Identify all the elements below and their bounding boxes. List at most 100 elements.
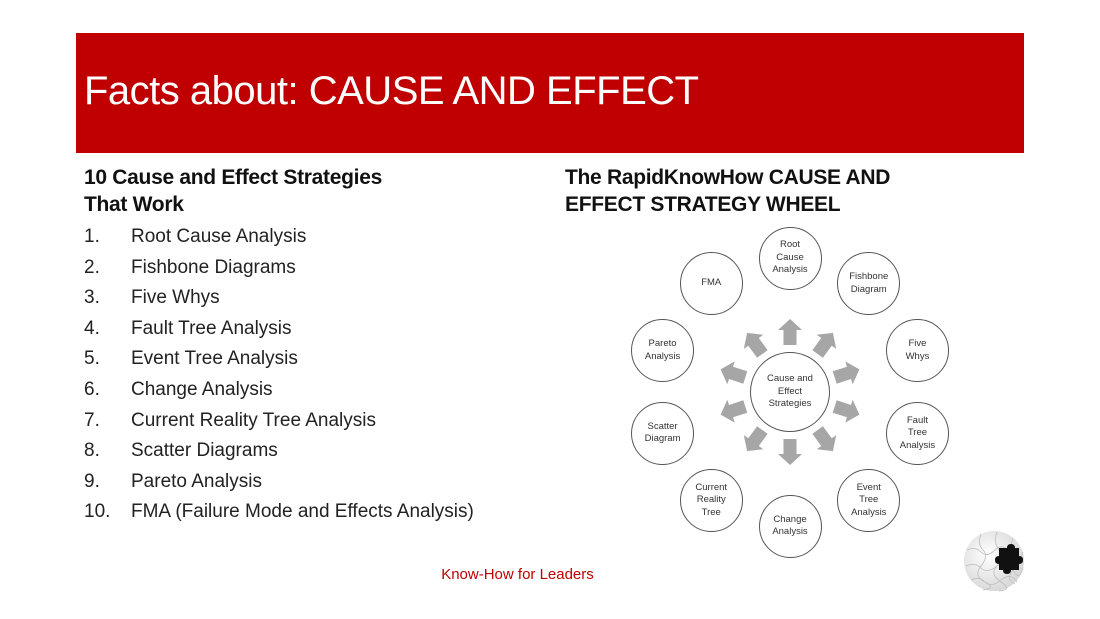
node-label-line: Analysis: [772, 526, 808, 537]
node-label-line: Root: [779, 239, 801, 251]
item-label: Five Whys: [131, 287, 220, 309]
item-number: 9.: [84, 470, 100, 492]
node-label-line: Effect: [777, 385, 803, 397]
node-label-line: Tree: [907, 427, 928, 439]
title-banner: Facts about: CAUSE AND EFFECT: [76, 33, 1024, 153]
arrow-icon: [720, 361, 748, 385]
strategies-heading-line2: That Work: [84, 193, 184, 216]
node-label-line: Cause and: [767, 373, 813, 385]
arrow-icon: [778, 439, 802, 465]
list-item: 4. Fault Tree Analysis: [84, 314, 524, 345]
item-number: 6.: [84, 378, 100, 400]
list-item: 2. Fishbone Diagrams: [84, 253, 524, 284]
puzzle-icon: [963, 530, 1025, 592]
item-label: Scatter Diagrams: [131, 440, 278, 462]
arrow-icon: [743, 426, 768, 452]
arrow-icon: [812, 332, 837, 358]
list-item: 3. Five Whys: [84, 283, 524, 314]
wheel-heading: The RapidKnowHow CAUSE AND EFFECT STRATE…: [565, 164, 985, 218]
item-label: Current Reality Tree Analysis: [131, 409, 376, 431]
node-label-line: Analysis: [772, 264, 808, 276]
node-label-line: Current: [695, 481, 728, 493]
list-item: 7. Current Reality Tree Analysis: [84, 406, 524, 437]
node-label-line: Reality: [696, 494, 726, 506]
node-label-line: Five: [908, 338, 927, 350]
item-label: Fishbone Diagrams: [131, 256, 296, 278]
item-label: Change Analysis: [131, 378, 273, 400]
item-number: 10.: [84, 501, 111, 523]
item-label: Root Cause Analysis: [131, 226, 307, 247]
node-label-line: Analysis: [644, 350, 681, 362]
item-label: Pareto Analysis: [131, 470, 262, 492]
arrow-icon: [812, 426, 837, 452]
title-prefix: Facts about:: [84, 69, 309, 113]
title-topic: CAUSE AND EFFECT: [308, 69, 699, 113]
strategies-list: 1. Root Cause Analysis 2. Fishbone Diagram…: [84, 222, 524, 528]
node-label-line: Cause: [776, 251, 804, 263]
node-label-line: Scatter: [647, 420, 678, 432]
node-label-line: Fishbone: [849, 271, 889, 283]
node-label-line: Diagram: [644, 433, 681, 445]
item-label: FMA (Failure Mode and Effects Analysis): [131, 501, 474, 523]
list-item: 6. Change Analysis: [84, 375, 524, 406]
node-label-line: Diagram: [850, 283, 887, 295]
arrow-icon: [832, 361, 860, 385]
arrow-icon: [778, 319, 802, 345]
node-label: FMA: [701, 277, 721, 290]
node-label-line: Fault: [906, 414, 928, 426]
item-number: 3.: [84, 287, 100, 309]
node-label-line: Strategies: [768, 398, 812, 410]
strategies-heading: 10 Cause and Effect Strategies That Work: [84, 164, 524, 218]
item-label: Event Tree Analysis: [131, 348, 298, 370]
item-number: 7.: [84, 409, 100, 431]
list-item: 10. FMA (Failure Mode and Effects Analysi…: [84, 497, 524, 528]
item-number: 5.: [84, 348, 100, 370]
wheel-heading-line2: EFFECT STRATEGY WHEEL: [565, 193, 841, 216]
node-label-line: Tree: [859, 494, 879, 506]
item-label: Fault Tree Analysis: [131, 317, 292, 339]
item-number: 4.: [84, 317, 100, 339]
strategies-list-section: 10 Cause and Effect Strategies That Work…: [84, 164, 524, 528]
arrow-icon: [743, 332, 768, 358]
list-item: 5. Event Tree Analysis: [84, 344, 524, 375]
node-label-line: Change: [773, 513, 807, 525]
node-label-line: Analysis: [851, 506, 887, 518]
item-number: 2.: [84, 256, 100, 278]
node-label-line: Pareto: [648, 338, 677, 350]
node-label-line: Whys: [905, 350, 930, 362]
item-number: 1.: [84, 226, 100, 247]
item-number: 8.: [84, 440, 100, 462]
page-title: Facts about: CAUSE AND EFFECT: [84, 67, 699, 115]
node-label-line: Analysis: [899, 439, 936, 451]
arrow-icon: [720, 399, 748, 423]
footer-tagline: Know-How for Leaders: [441, 566, 594, 583]
list-item: 9. Pareto Analysis: [84, 467, 524, 498]
node-label-line: FMA: [701, 277, 722, 289]
node-label-line: Event: [856, 481, 881, 493]
arrow-icon: [832, 399, 860, 423]
list-item: 1. Root Cause Analysis: [84, 222, 524, 253]
wheel-heading-line1: The RapidKnowHow CAUSE AND: [565, 166, 891, 189]
list-item: 8. Scatter Diagrams: [84, 436, 524, 467]
wheel-node-fma: FMA: [679, 252, 743, 316]
